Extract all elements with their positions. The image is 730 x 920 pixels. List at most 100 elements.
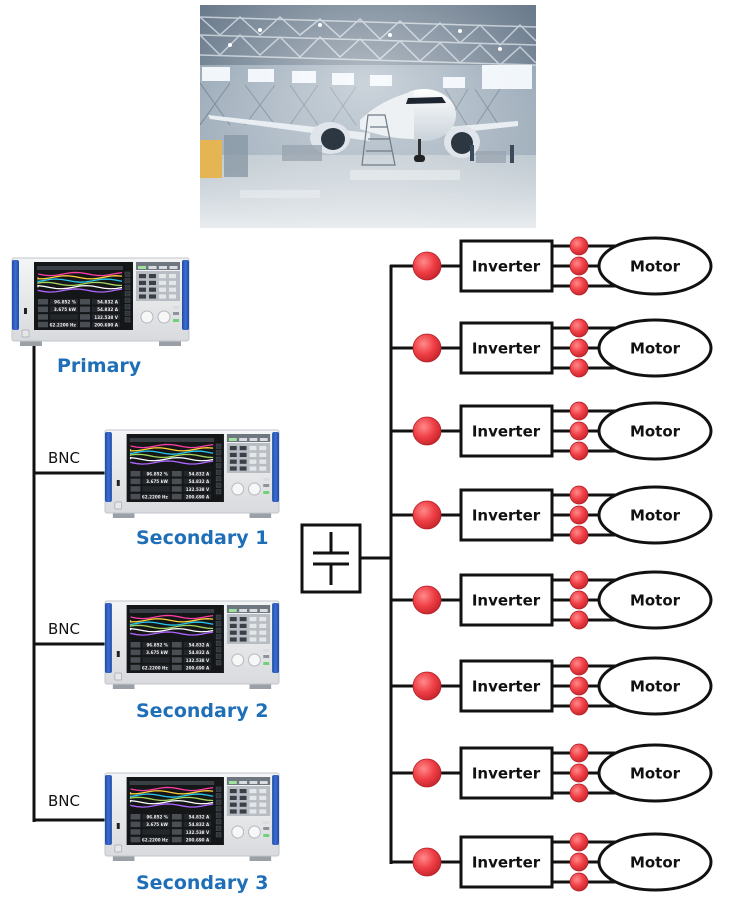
foot xyxy=(20,340,42,346)
rotary-knob xyxy=(157,310,171,324)
waveform-trace xyxy=(129,456,214,462)
keypad-key xyxy=(239,802,247,807)
panel-key xyxy=(259,609,268,612)
screen-side-icon xyxy=(124,291,131,297)
keypad-key xyxy=(229,623,237,628)
screen-side-icon xyxy=(215,456,222,462)
motor-ellipse xyxy=(597,832,713,892)
display-screen xyxy=(126,777,224,845)
screen-side-icon xyxy=(215,489,222,495)
keypad-key xyxy=(139,287,146,292)
motor-ellipse xyxy=(597,656,713,716)
readout-label-cell xyxy=(171,814,182,820)
screen-side-icon xyxy=(215,819,222,825)
input-current-sensor-icon xyxy=(412,758,442,788)
readout-label-cell xyxy=(130,657,141,663)
motor-label: Motor xyxy=(630,592,681,610)
motor-label: Motor xyxy=(630,258,681,276)
foot xyxy=(249,683,272,689)
readout-value-cell xyxy=(142,664,170,671)
readout-value: 54.832 A xyxy=(189,822,210,827)
waveform-trace xyxy=(129,618,214,623)
panel-key xyxy=(249,609,258,612)
input-current-sensor-icon xyxy=(412,416,442,446)
keypad-key xyxy=(249,446,257,451)
panel-key xyxy=(169,266,178,269)
readout-value-cell xyxy=(183,471,212,477)
keypad-key xyxy=(259,789,267,794)
screen-side-icon xyxy=(124,284,131,290)
screen-side-icon xyxy=(215,450,222,456)
keypad-key xyxy=(259,637,267,642)
readout-label-cell xyxy=(171,642,182,648)
keypad-key xyxy=(259,795,267,800)
panel-key xyxy=(249,781,258,784)
usb-port xyxy=(24,308,27,314)
power-button xyxy=(114,672,123,681)
screen-side-icon xyxy=(215,463,222,469)
rotary-knob xyxy=(231,653,245,667)
output-current-sensor-icon xyxy=(569,610,589,630)
inverter-label: Inverter xyxy=(472,592,541,610)
readout-label-cell xyxy=(171,478,182,485)
keypad-key xyxy=(249,637,257,642)
panel-key xyxy=(138,266,146,269)
readout-value-cell xyxy=(92,314,120,320)
power-button xyxy=(21,329,30,338)
readout-value: 62.2200 Hz xyxy=(142,494,169,499)
readout-label-cell xyxy=(130,814,141,820)
readout-value-cell xyxy=(142,478,170,485)
input-current-sensor-icon xyxy=(412,585,442,615)
bnc-label: BNC xyxy=(48,792,80,810)
readout-value: 54.832 A xyxy=(189,643,210,648)
readout-label-cell xyxy=(171,486,182,492)
output-current-sensor-icon xyxy=(569,338,589,358)
readout-label-cell xyxy=(171,493,182,500)
screen-side-icon xyxy=(124,310,131,316)
keypad-key xyxy=(159,274,166,279)
readout-value-cell xyxy=(183,649,212,656)
keypad-key xyxy=(249,459,257,464)
keypad-key xyxy=(239,459,247,464)
start-key xyxy=(173,319,179,322)
instrument-label-primary: Primary xyxy=(57,355,142,377)
readout-value-cell xyxy=(50,321,78,328)
input-current-sensor-icon xyxy=(412,333,442,363)
start-key xyxy=(263,834,270,837)
screen-side-icon xyxy=(215,640,222,646)
keypad-key xyxy=(259,809,267,814)
readout-value-cell xyxy=(92,299,120,305)
waveform-trace xyxy=(130,443,214,449)
motor-ellipse xyxy=(597,743,713,803)
readout-value: 54.832 A xyxy=(189,650,210,655)
keypad-key xyxy=(249,466,257,471)
waveform-trace xyxy=(129,631,214,636)
side-handle-left xyxy=(105,432,112,502)
output-current-sensor-icon xyxy=(569,743,589,763)
output-current-sensor-icon xyxy=(569,783,589,803)
start-key xyxy=(263,491,270,494)
readout-label-cell xyxy=(80,321,90,328)
keypad-key xyxy=(149,274,156,279)
readout-value-cell xyxy=(183,821,212,828)
readout-label-cell xyxy=(38,314,48,320)
waveform-trace xyxy=(129,453,214,459)
screen-side-icon xyxy=(215,482,222,488)
readout-label-cell xyxy=(171,664,182,671)
readout-value-cell xyxy=(183,642,212,648)
screen-side-icon xyxy=(124,297,131,303)
readout-value: 200.690 A xyxy=(186,494,210,499)
screen-side-icon xyxy=(124,304,131,310)
panel-key xyxy=(263,649,270,652)
motor-ellipse xyxy=(597,236,713,296)
panel-key xyxy=(263,821,270,824)
waveform-trace xyxy=(37,284,123,290)
keypad-key xyxy=(229,466,237,471)
readout-value-cell xyxy=(142,814,170,820)
keypad-key xyxy=(249,617,257,622)
side-handle-right xyxy=(182,260,189,330)
keypad-key xyxy=(249,789,257,794)
